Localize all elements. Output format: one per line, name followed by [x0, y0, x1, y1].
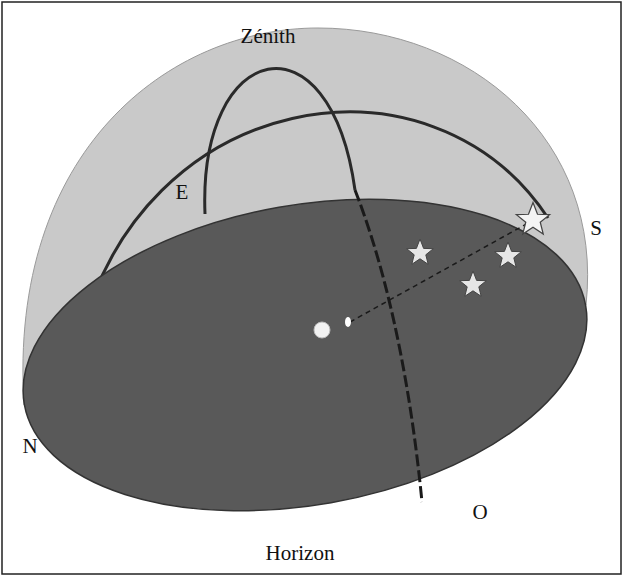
direction-label: O — [472, 502, 487, 523]
direction-label: Zénith — [241, 26, 296, 47]
sight-line — [350, 222, 530, 322]
meridian-dashed — [355, 190, 422, 502]
earth-symbol — [314, 322, 330, 338]
horizon-plane — [0, 158, 612, 552]
star — [407, 239, 434, 264]
star — [495, 242, 522, 267]
direction-label: S — [590, 218, 602, 239]
star — [460, 271, 487, 296]
star — [516, 203, 549, 235]
direction-label: E — [176, 182, 189, 203]
observer-symbol — [345, 317, 351, 327]
direction-label: N — [22, 436, 37, 457]
direction-label: Horizon — [266, 543, 335, 564]
